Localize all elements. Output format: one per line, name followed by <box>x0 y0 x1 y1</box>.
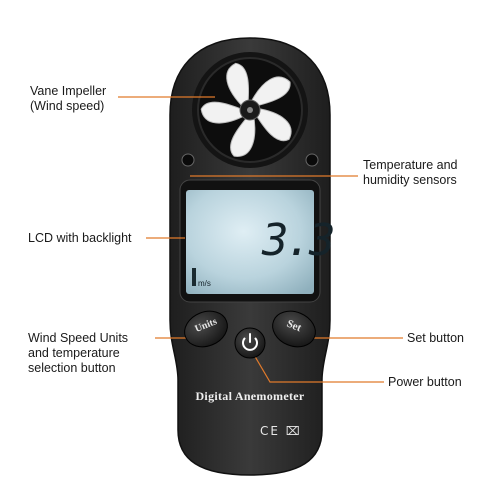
callout-lcd: LCD with backlight <box>28 231 132 245</box>
callout-power: Power button <box>388 375 462 389</box>
power-button[interactable] <box>234 327 266 359</box>
lcd-unit: m/s <box>198 279 211 288</box>
lcd-value: 3.3 <box>262 215 335 266</box>
lcd-screen <box>186 190 314 294</box>
set-button[interactable] <box>267 305 321 353</box>
callout-vane: Vane Impeller (Wind speed) <box>30 84 107 113</box>
lcd-bar-indicator <box>192 268 196 286</box>
certification-marks: CE ⌧ <box>260 424 302 438</box>
leader-power <box>249 347 384 383</box>
power-icon <box>242 333 258 351</box>
callout-units: Wind Speed Units and temperature selecti… <box>28 331 129 375</box>
brand-text: Digital Anemometer <box>195 389 305 403</box>
vane-impeller-icon <box>200 62 292 157</box>
callout-set: Set button <box>407 331 464 345</box>
units-button[interactable] <box>179 305 233 353</box>
callout-sensors: Temperature and humidity sensors <box>363 158 458 187</box>
sensor-hole-right <box>305 153 319 167</box>
sensor-hole-left <box>181 153 195 167</box>
